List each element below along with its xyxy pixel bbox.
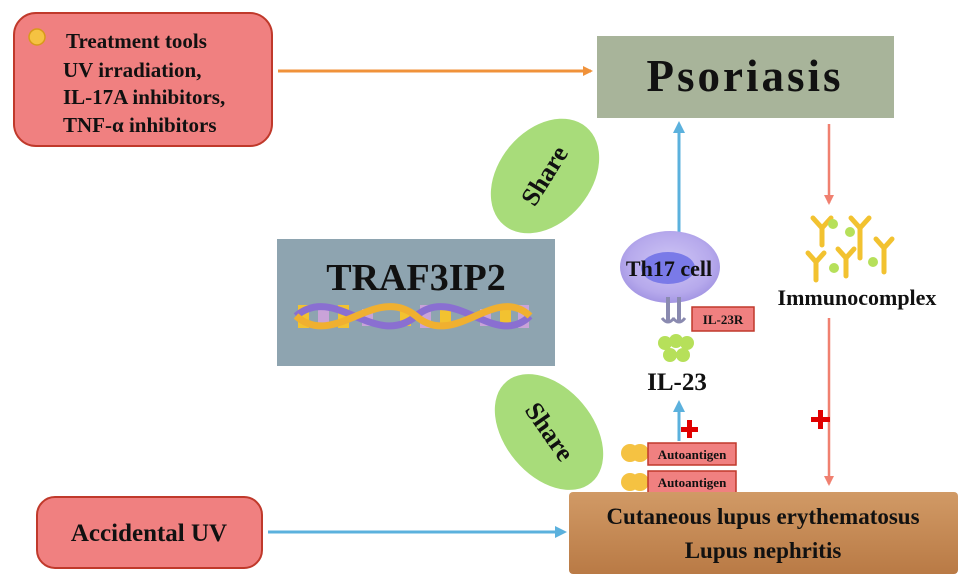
accidental-uv-label: Accidental UV [71, 520, 227, 547]
plus-icon-right [811, 410, 830, 429]
treatment-item-2: IL-17A inhibitors, [63, 85, 225, 109]
psoriasis-box: Psoriasis [597, 36, 894, 118]
antibody-cluster-icon [805, 215, 895, 283]
autoantigen-label-1: Autoantigen [658, 447, 727, 462]
il23-molecule-icon [658, 334, 694, 362]
outcome-line-1: Cutaneous lupus erythematosus [606, 504, 919, 529]
treatment-item-1: UV irradiation, [63, 58, 201, 82]
autoantigen-label-2: Autoantigen [658, 475, 727, 490]
plus-icon-left [681, 420, 698, 438]
share-ellipse-top: Share [490, 118, 600, 234]
psoriasis-label: Psoriasis [646, 51, 843, 101]
th17-cell: Th17 cell [620, 231, 720, 324]
treatment-tools-box: Treatment tools UV irradiation, IL-17A i… [13, 12, 273, 147]
traf3ip2-label: TRAF3IP2 [326, 257, 505, 299]
accidental-uv-box: Accidental UV [36, 496, 263, 569]
treatment-title: Treatment tools [66, 29, 207, 53]
lupus-outcomes-box: Cutaneous lupus erythematosus Lupus neph… [569, 492, 958, 574]
il23-label: IL-23 [647, 369, 707, 396]
dna-helix-icon [293, 303, 533, 330]
th17-label: Th17 cell [626, 256, 712, 281]
share-ellipse-bottom: Share [494, 374, 604, 490]
il23r-badge: IL-23R [691, 306, 755, 332]
outcome-line-2: Lupus nephritis [685, 538, 842, 563]
traf3ip2-box: TRAF3IP2 [277, 239, 555, 366]
immunocomplex-label: Immunocomplex [778, 285, 937, 310]
treatment-item-3: TNF-α inhibitors [63, 113, 217, 137]
autoantigen-group: Autoantigen Autoantigen [621, 442, 737, 494]
bullet-dot-icon [28, 28, 46, 46]
il23r-label: IL-23R [703, 312, 744, 327]
